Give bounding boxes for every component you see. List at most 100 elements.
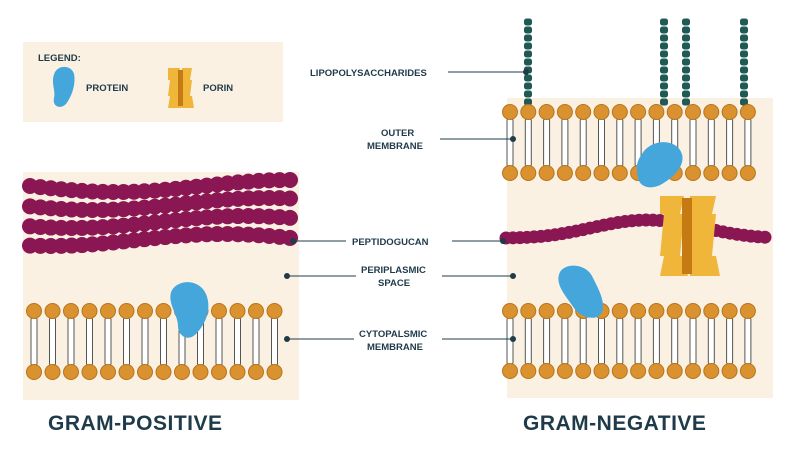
lipid-head <box>26 364 42 380</box>
peptidoglycan-bead <box>758 230 772 244</box>
legend-porin-icon <box>168 68 194 108</box>
lipid-head <box>538 104 555 120</box>
lipid-tail <box>561 316 569 366</box>
lps-bead <box>682 66 690 74</box>
lipid-head <box>155 364 172 380</box>
lipid-head <box>575 363 592 379</box>
lipid-head <box>211 364 227 380</box>
label-peptidoglycan: PEPTIDOGUCAN <box>352 237 429 248</box>
lps-bead <box>682 98 690 106</box>
lipid-tail <box>104 316 112 367</box>
lipid-head <box>556 165 573 181</box>
connector-peptido-right-dot <box>500 238 506 244</box>
lipid-tail <box>689 316 697 366</box>
lipid-head <box>685 303 701 319</box>
title-gram-positive: GRAM-POSITIVE <box>48 412 223 435</box>
lps-bead <box>660 66 668 74</box>
lipid-head <box>556 104 573 120</box>
lps-bead <box>740 50 748 58</box>
lipid-head <box>63 303 79 319</box>
label-periplasmic-line1: PERIPLASMIC <box>361 265 426 276</box>
lps-bead <box>660 50 668 58</box>
lipid-tail <box>215 316 223 367</box>
center-labels: LIPOPOLYSACCHARIDES OUTER MEMBRANE PEPTI… <box>284 68 529 353</box>
lipid-head <box>703 303 720 319</box>
gram-positive-peptidoglycan-layers <box>22 172 298 254</box>
lipid-tail <box>543 117 551 168</box>
lipid-tail <box>30 316 38 367</box>
lipid-tail <box>707 117 715 168</box>
lps-bead <box>740 34 748 42</box>
lps-bead <box>524 34 532 42</box>
lipid-head <box>611 363 628 379</box>
lipid-head <box>648 303 665 319</box>
lipid-head <box>502 303 518 319</box>
lipid-head <box>611 303 628 319</box>
label-cytoplasmic-line1: CYTOPALSMIC <box>359 329 427 340</box>
lipid-head <box>538 363 555 379</box>
lipid-head <box>556 363 573 379</box>
connector-cyto-right-dot <box>510 336 516 342</box>
lps-bead <box>524 98 532 106</box>
lipid-head <box>593 165 610 181</box>
lps-bead <box>740 42 748 50</box>
lipid-head <box>137 364 153 380</box>
lipid-head <box>721 165 738 181</box>
lipid-head <box>100 303 116 319</box>
lps-bead <box>660 82 668 90</box>
lipid-head <box>81 364 98 380</box>
lps-bead <box>660 74 668 82</box>
lipid-head <box>538 303 555 319</box>
lipid-head <box>685 363 701 379</box>
lps-bead <box>740 66 748 74</box>
lipid-tail <box>49 316 56 367</box>
label-outer-line2: MEMBRANE <box>367 141 423 152</box>
lipid-head <box>739 165 756 181</box>
connector-periplasmic-right-dot <box>510 273 516 279</box>
lipid-head <box>502 104 518 120</box>
lipid-head <box>630 363 647 379</box>
gram-negative-inner-protein <box>558 265 604 318</box>
title-gram-negative: GRAM-NEGATIVE <box>523 412 706 435</box>
lps-bead <box>740 98 748 106</box>
lipid-head <box>721 104 738 120</box>
lipid-tail <box>671 316 679 366</box>
lipid-head <box>666 104 683 120</box>
lipid-head <box>248 364 264 380</box>
lps-bead <box>740 26 748 34</box>
lps-bead <box>524 82 532 90</box>
lipid-tail <box>252 316 260 367</box>
lipid-tail <box>524 316 532 366</box>
lps-bead <box>524 42 532 50</box>
lps-bead <box>660 90 668 98</box>
lipid-head <box>266 303 283 319</box>
label-cytoplasmic-line2: MEMBRANE <box>367 342 423 353</box>
lipid-tail <box>271 316 278 367</box>
connector-cyto-left-dot <box>284 336 290 342</box>
legend-protein-icon <box>52 66 75 107</box>
lipid-tail <box>506 117 514 168</box>
lipid-tail <box>744 316 752 366</box>
lipid-tail <box>689 117 697 168</box>
lipid-tail <box>598 117 605 168</box>
lipid-head <box>648 363 665 379</box>
peptidoglycan-bead <box>282 190 298 207</box>
lipid-head <box>229 303 246 319</box>
lipid-head <box>721 303 738 319</box>
lps-bead <box>682 50 690 58</box>
lps-bead <box>660 18 668 26</box>
lipid-head <box>666 363 683 379</box>
lipid-head <box>192 364 209 380</box>
lipid-tail <box>86 316 93 367</box>
lps-bead <box>660 98 668 106</box>
lipid-head <box>685 165 701 181</box>
lipid-head <box>118 303 135 319</box>
lps-bead <box>524 74 532 82</box>
lps-bead <box>682 26 690 34</box>
lipid-tail <box>234 316 241 367</box>
label-outer-line1: OUTER <box>381 128 414 139</box>
gram-negative-outer-protein <box>636 142 683 188</box>
lps-bead <box>740 74 748 82</box>
lipid-head <box>520 363 537 379</box>
